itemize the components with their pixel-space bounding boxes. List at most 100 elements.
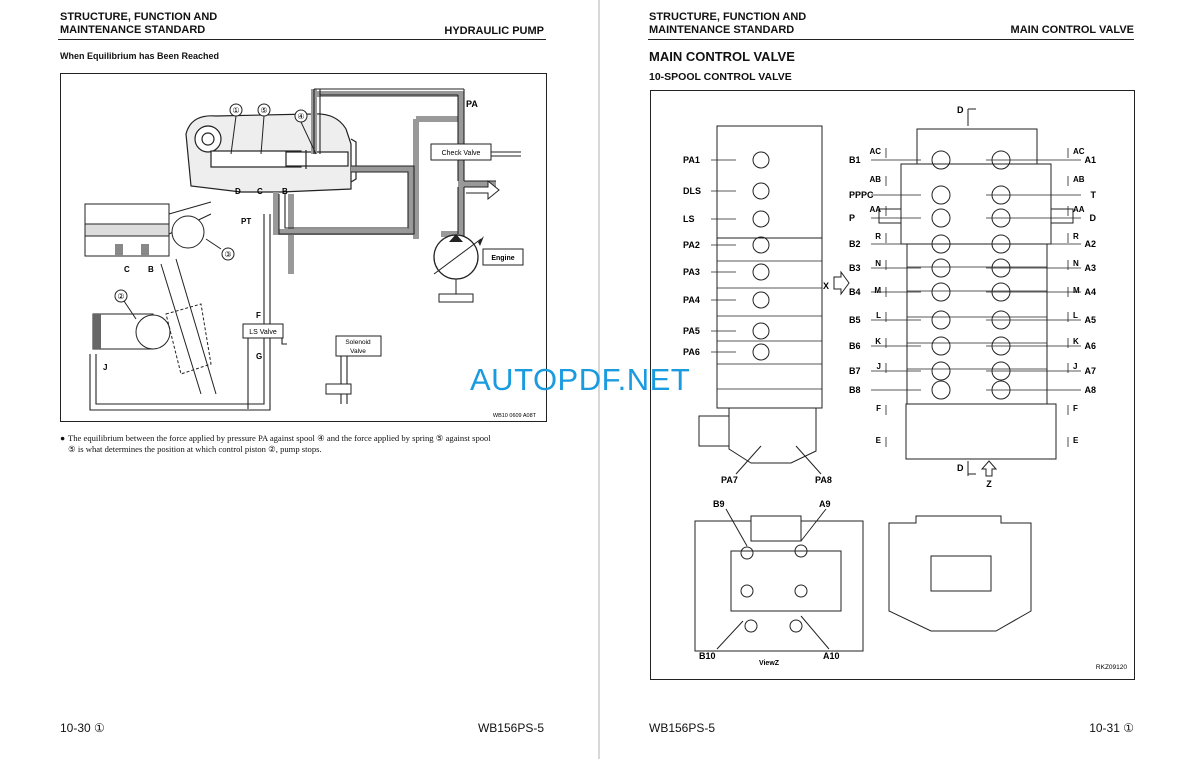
pump-diagram: Check Valve PA Engine LS Valve Solenoid … (60, 73, 547, 422)
center-port-left (931, 234, 951, 254)
section-right-label: K (1073, 337, 1079, 346)
view-z-port (740, 584, 754, 598)
left-header-rule (58, 39, 546, 40)
left-view-label: PA4 (683, 295, 700, 305)
left-header-line2: MAINTENANCE STANDARD (60, 24, 206, 36)
center-right-label: A7 (1084, 366, 1096, 376)
left-view-label: PA2 (683, 240, 700, 250)
center-port-right (991, 380, 1011, 400)
right-header-line1: STRUCTURE, FUNCTION AND (649, 11, 807, 23)
section-right-label: J (1073, 362, 1077, 371)
ls-valve-label: LS Valve (249, 329, 277, 336)
left-view-port (752, 291, 770, 309)
left-view-port (752, 151, 770, 169)
callout-4: ④ (297, 112, 304, 121)
label-c: C (257, 187, 263, 196)
vz-caption: ViewZ (759, 660, 780, 667)
center-left-label: B1 (849, 155, 861, 165)
center-left-label: B8 (849, 385, 861, 395)
left-header-section: STRUCTURE, FUNCTION AND MAINTENANCE STAN… (60, 11, 217, 37)
section-left-label: R (875, 232, 881, 241)
left-figure-code: WB10 0609 A08T (493, 413, 537, 419)
center-port-left (931, 380, 951, 400)
center-port-right (991, 361, 1011, 381)
section-left-label: N (875, 259, 881, 268)
center-right-label: A6 (1084, 341, 1096, 351)
equilibrium-paragraph: ● The equilibrium between the force appl… (60, 433, 558, 455)
left-view-port (752, 322, 770, 340)
right-title: MAIN CONTROL VALVE (649, 49, 795, 64)
center-port-left (931, 208, 951, 228)
section-right-label: AC (1073, 147, 1085, 156)
left-subtitle: When Equilibrium has Been Reached (60, 51, 220, 61)
solenoid-label-2: Valve (350, 348, 366, 355)
center-port-right (991, 310, 1011, 330)
left-view-label: LS (683, 214, 695, 224)
right-footer-model: WB156PS-5 (649, 721, 716, 735)
center-left-label: B4 (849, 287, 861, 297)
center-port-left (931, 185, 951, 205)
zoom-c-label: C (124, 265, 130, 274)
center-left-label: B6 (849, 341, 861, 351)
zoom-b-label: B (148, 265, 154, 274)
center-port-left (931, 258, 951, 278)
center-left-label: B7 (849, 366, 861, 376)
control-valve-svg: PA1DLSLSPA2PA3PA4PA5PA6B1PPPCPB2B3B4B5B6… (683, 105, 1127, 671)
center-port-right (991, 208, 1011, 228)
view-z-port (740, 546, 754, 560)
center-right-label: A1 (1084, 155, 1096, 165)
pa-label: PA (466, 99, 478, 109)
section-left-label: L (876, 311, 881, 320)
label-b: B (282, 187, 288, 196)
left-page: STRUCTURE, FUNCTION AND MAINTENANCE STAN… (0, 0, 598, 759)
section-left-label: AA (869, 205, 881, 214)
watermark: AUTOPDF.NET (470, 362, 691, 397)
section-left-label: J (877, 362, 881, 371)
center-port-left (931, 310, 951, 330)
label-d: D (235, 187, 241, 196)
vz-a10: A10 (823, 651, 840, 661)
section-right-label: L (1073, 311, 1078, 320)
section-left-label: AB (869, 175, 881, 184)
view-z-port (794, 584, 808, 598)
vz-a9: A9 (819, 499, 831, 509)
center-right-label: A5 (1084, 315, 1096, 325)
left-view-port (752, 236, 770, 254)
paragraph-line1: The equilibrium between the force applie… (68, 433, 491, 443)
label-f: F (256, 311, 261, 320)
left-header-line1: STRUCTURE, FUNCTION AND (60, 11, 218, 23)
section-right-label: N (1073, 259, 1079, 268)
center-right-label: D (1090, 213, 1097, 223)
left-view-label: PA1 (683, 155, 700, 165)
right-footer-page: 10-31 ① (1089, 721, 1134, 735)
label-pa7-bottom: PA7 (721, 475, 738, 485)
center-right-label: A3 (1084, 263, 1096, 273)
section-right-label: E (1073, 436, 1079, 445)
left-header-right: HYDRAULIC PUMP (444, 25, 544, 37)
callout-5: ⑤ (260, 106, 267, 115)
left-view-port (752, 343, 770, 361)
left-view-label: PA6 (683, 347, 700, 357)
view-x: X (823, 281, 829, 291)
center-right-label: A8 (1084, 385, 1096, 395)
right-header-section: STRUCTURE, FUNCTION AND MAINTENANCE STAN… (649, 11, 806, 37)
pump-diagram-svg: Check Valve PA Engine LS Valve Solenoid … (84, 88, 537, 419)
view-z: Z (986, 479, 992, 489)
center-left-label: B3 (849, 263, 861, 273)
check-valve-label: Check Valve (442, 150, 481, 157)
center-port-right (991, 185, 1011, 205)
view-d-bottom: D (957, 463, 964, 473)
section-right-label: AA (1073, 205, 1085, 214)
center-left-label: B5 (849, 315, 861, 325)
left-view-label: PA5 (683, 326, 700, 336)
page-divider (598, 0, 600, 759)
left-view-port (752, 182, 770, 200)
bullet-dot: ● (60, 433, 66, 443)
label-j: J (103, 363, 107, 372)
right-header-right: MAIN CONTROL VALVE (1010, 24, 1134, 36)
left-footer-page: 10-30 ① (60, 721, 105, 735)
right-page: STRUCTURE, FUNCTION AND MAINTENANCE STAN… (600, 0, 1200, 759)
center-port-left (931, 282, 951, 302)
right-header-line2: MAINTENANCE STANDARD (649, 24, 795, 36)
